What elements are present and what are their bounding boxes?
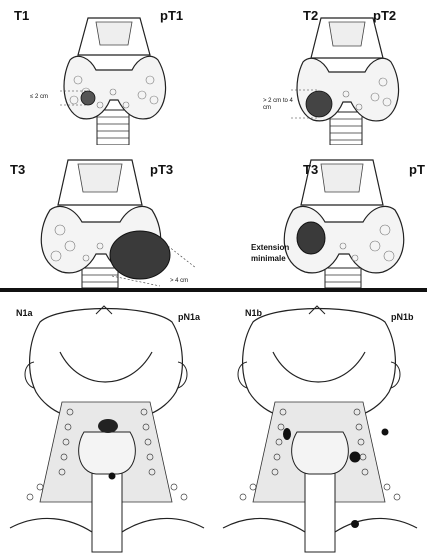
label-pn1a: pN1a [178,312,200,322]
panel-t3b: T3 pT Extension minimale [213,150,427,288]
panel-n1b: N1b pN1b [213,292,427,554]
thyroid-t3a-illustration [0,150,213,288]
size-note-t2: > 2 cm to 4 cm [263,98,293,112]
label-n1a: N1a [16,308,33,318]
panel-t2: T2 pT2 > 2 cm to 4 cm [213,0,427,145]
label-n1b: N1b [245,308,262,318]
size-note-t3a: > 4 cm [170,278,188,284]
label-pt2: pT2 [373,8,396,23]
size-note-t1: ≤ 2 cm [30,94,48,100]
neck-n1b-illustration [213,292,427,554]
label-t2: T2 [303,8,318,23]
label-pt3a: pT3 [150,162,173,177]
panel-t1: T1 pT1 ≤ 2 cm [0,0,213,145]
extension-note: Extension minimale [251,242,291,264]
label-t3b: T3 [303,162,318,177]
neck-n1a-illustration [0,292,213,554]
label-pt1: pT1 [160,8,183,23]
panel-n1a: N1a pN1a [0,292,213,554]
thyroid-t3b-illustration [213,150,427,288]
label-pt3b: pT [409,162,425,177]
label-t3a: T3 [10,162,25,177]
label-pn1b: pN1b [391,312,414,322]
label-t1: T1 [14,8,29,23]
panel-t3a: T3 pT3 > 4 cm [0,150,213,288]
